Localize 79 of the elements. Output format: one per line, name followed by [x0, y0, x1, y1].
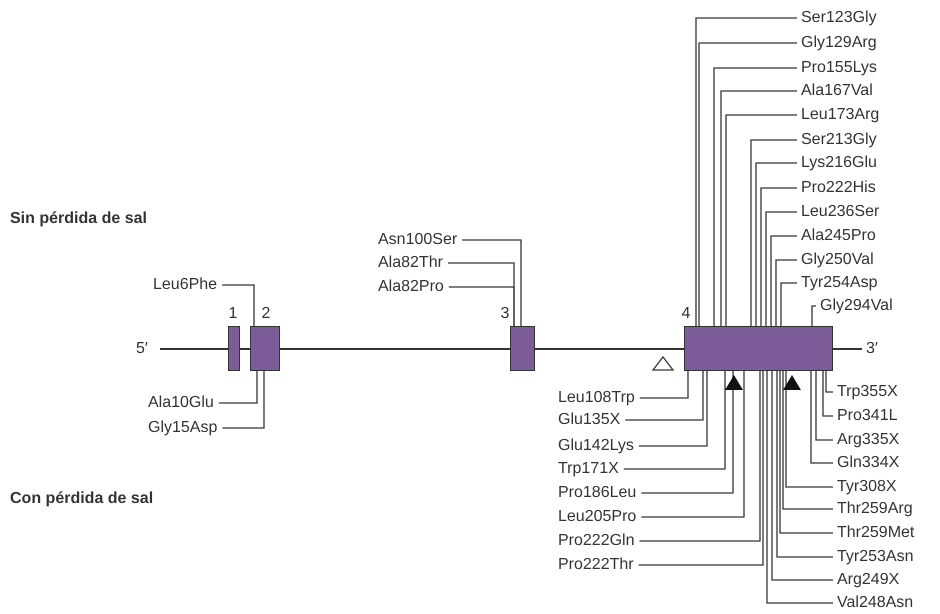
leader-line: [641, 371, 745, 518]
leader-line: [638, 371, 708, 447]
mutation-label: Pro341L: [837, 407, 898, 425]
mutation-label: Gly250Val: [801, 251, 874, 269]
leader-line: [811, 305, 816, 326]
leader-line: [770, 235, 797, 326]
leader-line: [780, 282, 797, 326]
mutation-label: Pro222His: [801, 179, 876, 197]
mutation-label: Tyr253Asn: [837, 548, 914, 566]
leader-line: [815, 371, 833, 441]
mutation-label: Pro222Thr: [558, 556, 634, 574]
mutation-label: Trp171X: [558, 460, 619, 478]
leader-line: [782, 371, 833, 510]
leader-line: [825, 371, 833, 393]
mutation-label: Trp355X: [837, 383, 898, 401]
mutation-label: Gln334X: [837, 454, 900, 472]
leader-line: [771, 371, 833, 581]
leader-line: [765, 211, 797, 326]
mutation-label: Ser213Gly: [801, 131, 877, 149]
mutation-label: Leu108Trp: [558, 389, 635, 407]
leader-line: [713, 67, 797, 326]
mutation-label: Ala167Val: [801, 82, 873, 100]
mutation-label: Pro155Lys: [801, 59, 877, 77]
mutation-label: Glu142Lys: [558, 437, 634, 455]
leader-line: [624, 371, 726, 470]
leader-line: [785, 371, 833, 488]
leader-line: [448, 286, 515, 326]
exon-number: 4: [682, 305, 690, 323]
leader-line: [775, 259, 797, 326]
leader-line: [750, 139, 797, 326]
mutation-label: Asn100Ser: [378, 231, 458, 249]
mutation-label: Pro186Leu: [558, 484, 636, 502]
mutation-label: Leu6Phe: [153, 276, 218, 294]
mutation-label: Leu205Pro: [558, 508, 636, 526]
leader-line: [755, 162, 797, 326]
mutation-label: Lys216Glu: [801, 154, 877, 172]
mutation-label: Ala82Thr: [378, 254, 443, 272]
exon-number: 3: [500, 305, 510, 323]
exon-number: 2: [262, 305, 270, 323]
mutation-label: Tyr254Asp: [801, 274, 878, 292]
mutation-label: Ser123Gly: [801, 9, 877, 27]
leader-line: [725, 114, 797, 326]
mutation-label: Glu135X: [558, 411, 620, 429]
leader-line: [638, 371, 764, 566]
section-heading: Con pérdida de sal: [10, 490, 154, 508]
mutation-label: Pro222Gln: [558, 532, 634, 550]
mutation-label: Tyr308X: [837, 478, 897, 496]
mutation-label: Leu236Ser: [801, 203, 880, 221]
mutation-label: Gly129Arg: [801, 34, 877, 52]
strand-end-label: 5′: [136, 340, 148, 358]
leader-line: [822, 371, 833, 417]
mutation-label: Ala82Pro: [378, 278, 444, 296]
leader-line: [462, 239, 522, 326]
leader-line: [760, 187, 797, 326]
leader-line: [640, 371, 689, 399]
mutation-label: Gly294Val: [820, 297, 893, 315]
section-heading: Sin pérdida de sal: [10, 210, 147, 228]
leader-line: [218, 371, 258, 404]
mutation-label: Ala245Pro: [801, 227, 876, 245]
leader-line: [776, 371, 833, 558]
leader-line: [810, 371, 833, 464]
leader-line: [766, 371, 833, 604]
leader-line: [222, 371, 265, 429]
mutation-label: Arg249X: [837, 571, 900, 589]
leader-line: [779, 371, 833, 534]
exon-number: 1: [228, 305, 238, 323]
leader-line: [625, 371, 704, 421]
mutation-label: Leu173Arg: [801, 106, 880, 124]
mutation-label: Thr259Arg: [837, 500, 913, 518]
mutation-label: Gly15Asp: [148, 419, 218, 437]
mutation-label: Ala10Glu: [148, 394, 214, 412]
leader-line: [641, 371, 734, 494]
strand-end-label: 3′: [866, 340, 878, 358]
leader-line: [640, 371, 761, 542]
mutation-label: Val248Asn: [837, 594, 914, 612]
leader-line: [222, 284, 255, 326]
leader-line: [720, 90, 797, 326]
mutation-label: Arg335X: [837, 431, 900, 449]
mutation-label: Thr259Met: [837, 524, 914, 542]
